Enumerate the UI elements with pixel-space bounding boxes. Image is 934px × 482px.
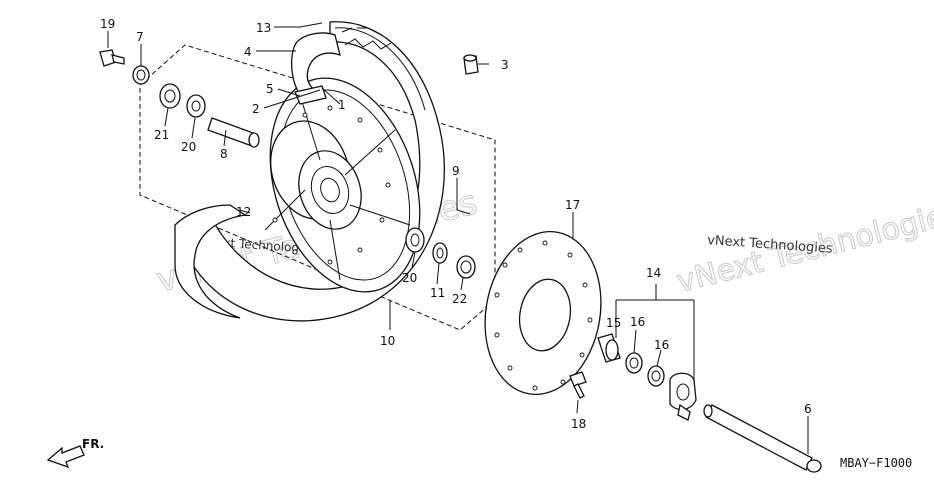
- callout-4: 4: [244, 45, 252, 59]
- leader-13: [274, 22, 323, 28]
- washer-16b: [647, 365, 665, 387]
- leader-1: [321, 87, 341, 105]
- side-collar: [669, 372, 697, 421]
- brake-disc: [484, 230, 602, 396]
- callout-16a: 16: [630, 315, 645, 329]
- tire: [174, 21, 445, 322]
- leader-16b: [656, 349, 662, 367]
- direction-label: FR.: [82, 437, 104, 451]
- bolt-19: [99, 49, 125, 67]
- callout-3: 3: [501, 58, 509, 72]
- callout-9: 9: [452, 164, 460, 178]
- collar-7: [132, 65, 150, 85]
- callout-21: 21: [154, 128, 169, 142]
- callout-10: 10: [380, 334, 395, 348]
- diagram-code: MBAY−F1000: [840, 456, 912, 470]
- leader-8: [223, 129, 227, 147]
- speedometer-gear-15: [597, 333, 621, 363]
- leader-14: [615, 284, 695, 380]
- valve-cap: [463, 54, 479, 75]
- callout-8: 8: [220, 147, 228, 161]
- callout-18: 18: [571, 417, 586, 431]
- seal-20a: [186, 94, 206, 118]
- callout-12: 12: [236, 205, 251, 219]
- leader-18: [576, 399, 579, 414]
- leader-20b: [411, 251, 416, 269]
- leader-16a: [633, 329, 637, 354]
- bearing-20b: [405, 227, 425, 253]
- callout-5: 5: [266, 82, 274, 96]
- callout-20b: 20: [402, 271, 417, 285]
- leader-5: [277, 88, 301, 97]
- callout-1: 1: [338, 98, 346, 112]
- callout-22: 22: [452, 292, 467, 306]
- leader-9: [456, 178, 471, 215]
- leader-22: [460, 277, 464, 291]
- circlip-11: [432, 242, 448, 264]
- washer-16a: [625, 352, 643, 374]
- callout-15: 15: [606, 316, 621, 330]
- front-axle-6: [703, 404, 822, 473]
- callout-16b: 16: [654, 338, 669, 352]
- callout-2: 2: [252, 102, 260, 116]
- callout-17: 17: [565, 198, 580, 212]
- leader-20a: [191, 117, 196, 139]
- leader-12: [239, 209, 251, 214]
- callout-13: 13: [256, 21, 271, 35]
- callout-7: 7: [136, 30, 144, 44]
- bearing-21: [159, 83, 181, 109]
- callout-6: 6: [804, 402, 812, 416]
- disc-bolt-18: [569, 371, 587, 399]
- leader-21: [164, 107, 169, 127]
- callout-11: 11: [430, 286, 445, 300]
- leader-11: [436, 262, 440, 285]
- distance-collar-8: [207, 117, 260, 148]
- front-direction-arrow: FR.: [46, 437, 104, 469]
- dust-seal-22: [456, 255, 476, 279]
- callout-20a: 20: [181, 140, 196, 154]
- callout-14: 14: [646, 266, 661, 280]
- callout-19: 19: [100, 17, 115, 31]
- wheel-rim: [264, 77, 421, 293]
- leader-2: [263, 89, 321, 109]
